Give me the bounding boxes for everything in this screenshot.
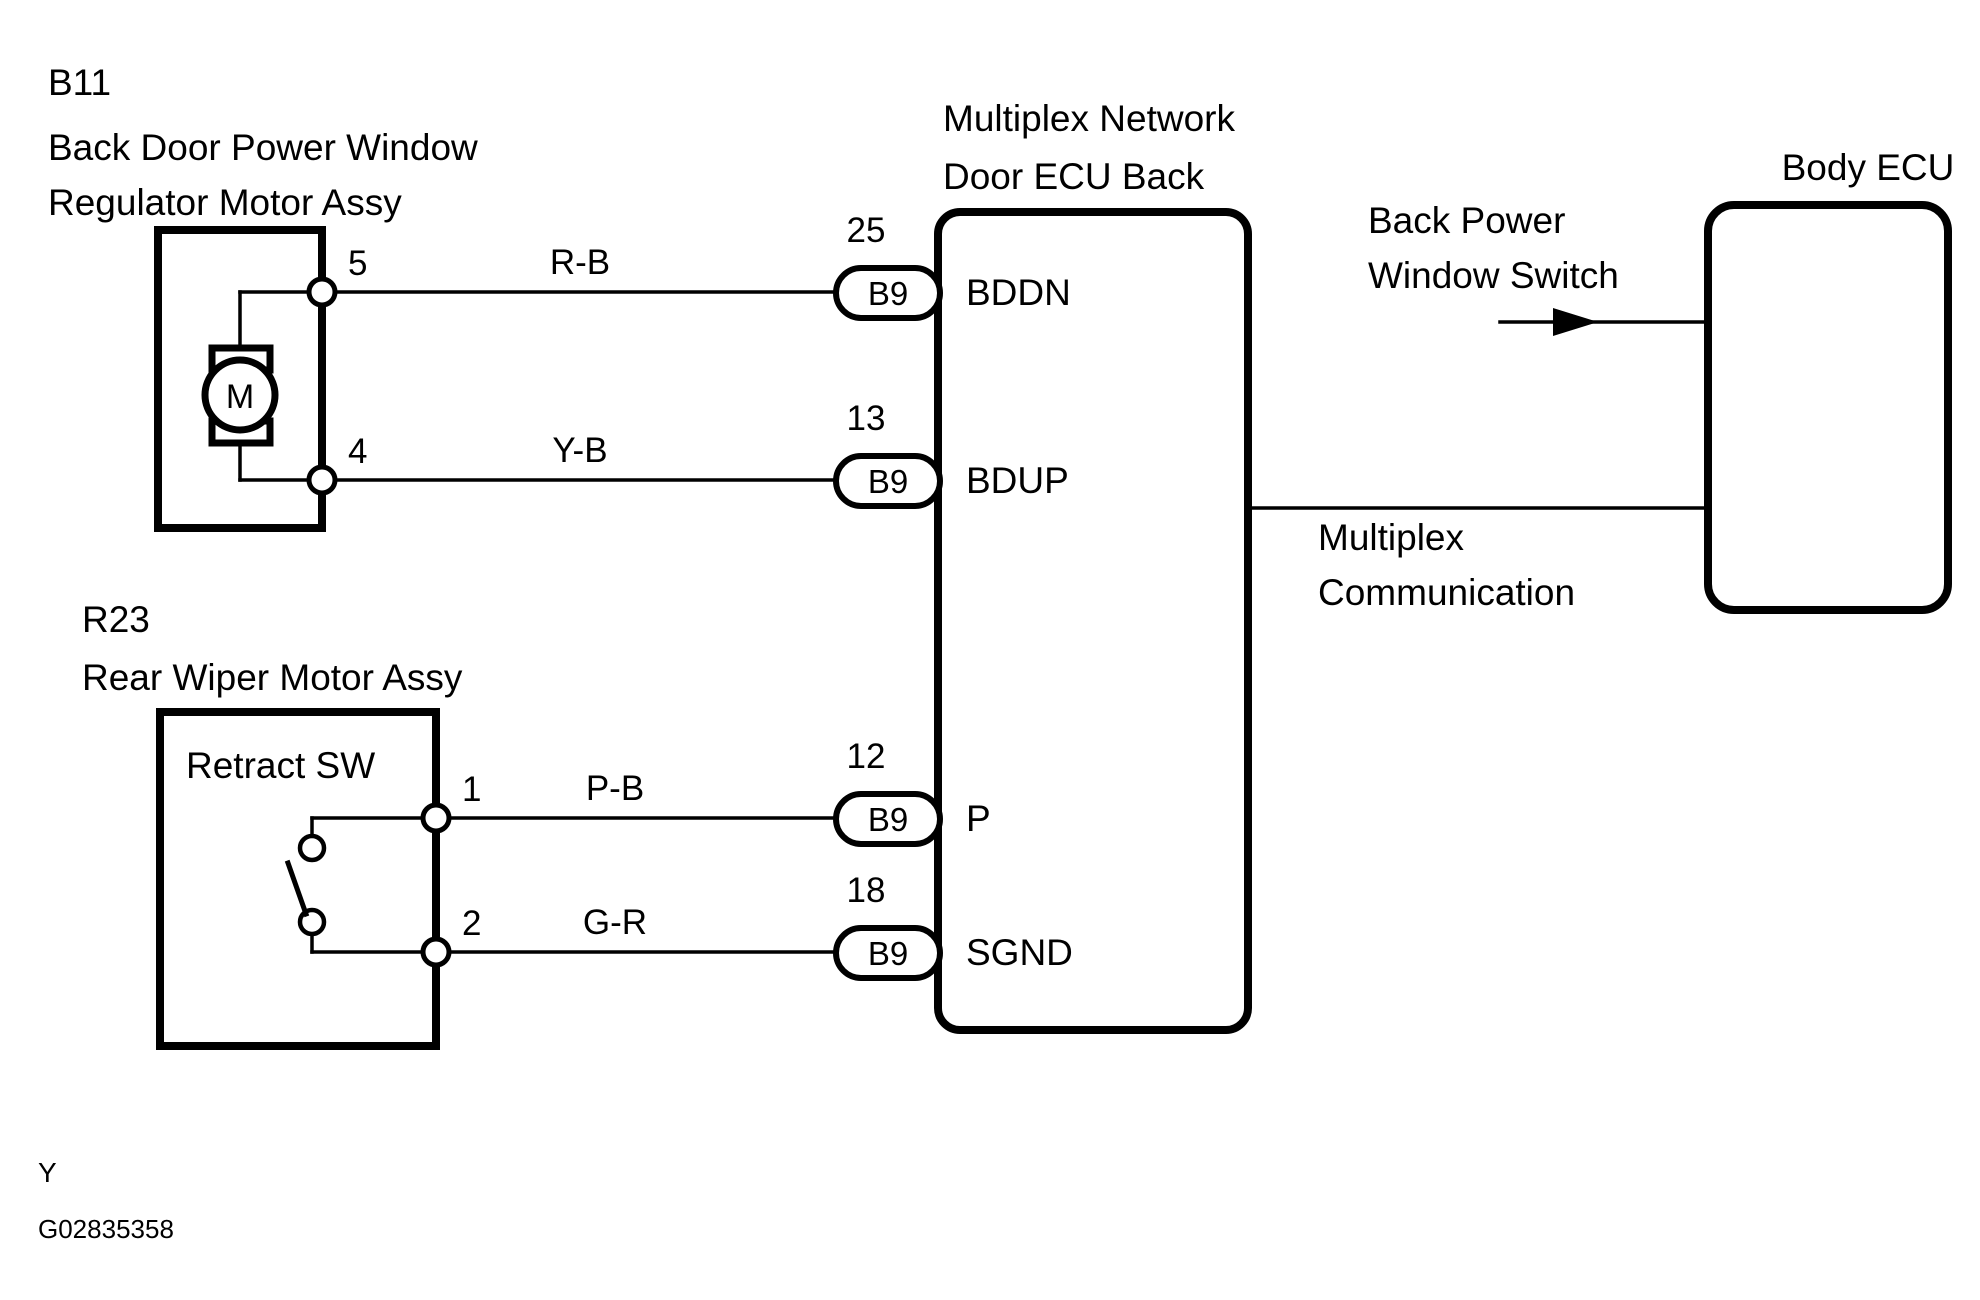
motor-symbol-letter: M xyxy=(226,378,254,416)
door-ecu-title-line2: Door ECU Back xyxy=(943,156,1205,197)
back-power-window-switch-arrow-icon xyxy=(1553,308,1598,336)
b11-name-line2: Regulator Motor Assy xyxy=(48,182,402,223)
b11-terminal-5-node[interactable] xyxy=(306,276,338,308)
door-ecu-pin-18-number: 18 xyxy=(847,871,886,910)
door-ecu-signal-bddn: BDDN xyxy=(966,272,1071,313)
door-ecu-connector-b9-p[interactable] xyxy=(833,791,943,847)
r23-terminal-2-node[interactable] xyxy=(420,936,452,968)
b11-terminal-5-number: 5 xyxy=(348,244,367,283)
annotation-multiplex-communication: Multiplex Communication xyxy=(1246,506,1710,613)
door-ecu-connector-b9-p-label: B9 xyxy=(868,801,908,838)
back-power-window-switch-line1: Back Power xyxy=(1368,200,1565,241)
annotation-back-power-window-switch: Back Power Window Switch xyxy=(1368,200,1710,336)
door-ecu-signal-sgnd: SGND xyxy=(966,932,1073,973)
door-ecu-box xyxy=(934,208,1252,1034)
wire-p-b-label: P-B xyxy=(586,769,644,808)
r23-switch-blade-icon[interactable] xyxy=(284,859,310,918)
b11-code-label: B11 xyxy=(48,62,111,103)
door-ecu-connector-b9-bdup[interactable] xyxy=(833,453,943,509)
door-ecu-connector-b9-sgnd-label: B9 xyxy=(868,935,908,972)
door-ecu-pin-13-number: 13 xyxy=(847,399,886,438)
footer-mark: Y xyxy=(38,1157,57,1188)
b11-terminal-4-node[interactable] xyxy=(306,464,338,496)
door-ecu-signal-p: P xyxy=(966,798,991,839)
wire-group-b11-to-ecu: R-B Y-B xyxy=(333,243,842,482)
door-ecu-pin-12-number: 12 xyxy=(847,737,886,776)
body-ecu-title: Body ECU xyxy=(1782,147,1955,188)
door-ecu-connector-b9-bddn[interactable] xyxy=(833,265,943,321)
wire-group-r23-to-ecu: P-B G-R xyxy=(447,769,842,954)
b11-name-line1: Back Door Power Window xyxy=(48,127,478,168)
door-ecu-pin-25-number: 25 xyxy=(847,211,886,250)
wire-g-r-label: G-R xyxy=(583,903,647,942)
b11-terminal-4-number: 4 xyxy=(348,432,367,471)
door-ecu-signal-bdup: BDUP xyxy=(966,460,1069,501)
body-ecu-box xyxy=(1704,201,1952,614)
back-power-window-switch-line2: Window Switch xyxy=(1368,255,1619,296)
component-body-ecu: Body ECU xyxy=(1704,147,1955,614)
motor-symbol-icon xyxy=(201,356,279,434)
component-multiplex-network-door-ecu: Multiplex Network Door ECU Back 25 B9 BD… xyxy=(833,98,1252,1034)
door-ecu-connector-b9-bdup-label: B9 xyxy=(868,463,908,500)
multiplex-communication-line2: Communication xyxy=(1318,572,1575,613)
b11-component-box xyxy=(154,226,326,532)
r23-name-line1: Rear Wiper Motor Assy xyxy=(82,657,463,698)
wire-y-b-label: Y-B xyxy=(552,431,607,470)
component-rear-wiper-motor: R23 Rear Wiper Motor Assy Retract SW 1 2 xyxy=(82,599,481,1050)
door-ecu-connector-b9-sgnd[interactable] xyxy=(833,925,943,981)
r23-terminal-1-number: 1 xyxy=(462,770,481,809)
r23-inner-label: Retract SW xyxy=(186,745,375,786)
component-back-door-power-window-motor: B11 Back Door Power Window Regulator Mot… xyxy=(48,62,478,532)
footer-diagram-id: G02835358 xyxy=(38,1214,174,1244)
diagram-footer: Y G02835358 xyxy=(38,1157,174,1244)
r23-terminal-2-number: 2 xyxy=(462,904,481,943)
r23-code-label: R23 xyxy=(82,599,150,640)
door-ecu-connector-b9-bddn-label: B9 xyxy=(868,275,908,312)
door-ecu-title-line1: Multiplex Network xyxy=(943,98,1235,139)
r23-component-box xyxy=(156,708,440,1050)
multiplex-communication-line1: Multiplex xyxy=(1318,517,1464,558)
r23-switch-upper-contact xyxy=(297,833,327,863)
r23-terminal-1-node[interactable] xyxy=(420,802,452,834)
wire-r-b-label: R-B xyxy=(550,243,610,282)
